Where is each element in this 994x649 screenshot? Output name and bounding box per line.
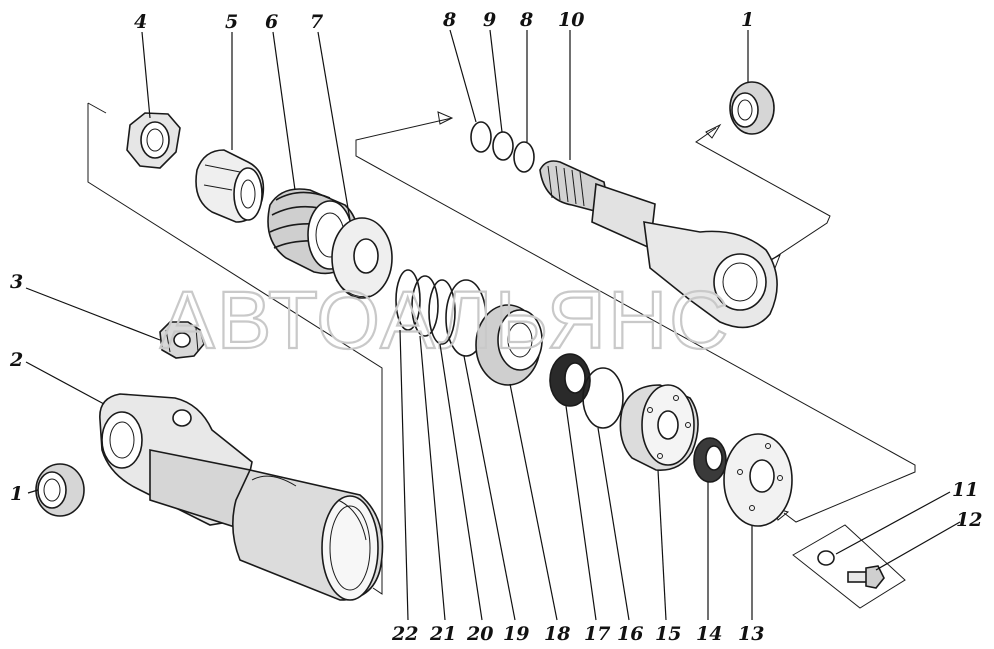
part-4-hex-nut: [126, 112, 181, 169]
part-13-washer-plate: [723, 433, 793, 527]
part-5-bushing: [195, 149, 265, 223]
leader-lines: [25, 29, 961, 621]
part-14-small-seal: [693, 437, 727, 483]
part-16-oring: [582, 367, 624, 429]
callout-4: 4: [134, 11, 147, 33]
callout-10: 10: [558, 9, 584, 31]
callout-1-top: 1: [741, 9, 754, 31]
callout-17: 17: [584, 623, 610, 645]
part-1-right-bushing: [729, 81, 775, 135]
part-20-ring: [428, 279, 456, 345]
callout-20: 20: [466, 623, 493, 645]
callout-21: 21: [429, 623, 456, 645]
callout-2: 2: [9, 349, 23, 371]
part-3-small-nut: [159, 321, 205, 359]
callout-15: 15: [655, 623, 681, 645]
part-18-guide-bushing: [475, 304, 543, 386]
part-21-ring: [411, 275, 439, 337]
watermark-text: АВТОАЛЬЯНС: [160, 275, 730, 366]
part-8-ring-a: [470, 121, 492, 153]
callout-5: 5: [225, 11, 238, 33]
callout-9: 9: [483, 9, 496, 31]
callout-labels: 4 5 6 7 8 9 8 10 1 3 2 1 11 12 22 21 20 …: [9, 9, 982, 645]
callout-18: 18: [544, 623, 570, 645]
callout-11: 11: [952, 479, 978, 501]
part-2-cylinder-body: [99, 393, 384, 601]
callout-14: 14: [696, 623, 722, 645]
part-7-washer: [331, 217, 393, 299]
part-10-piston-rod: [539, 160, 778, 329]
callout-6: 6: [265, 11, 278, 33]
callout-22: 22: [391, 623, 418, 645]
part-8-ring-b: [513, 141, 535, 173]
part-9-ring: [492, 131, 514, 161]
part-17-seal: [549, 353, 591, 407]
callout-8b: 8: [519, 9, 533, 31]
callout-1-left: 1: [10, 483, 23, 505]
callout-3: 3: [10, 271, 23, 293]
part-12-bolt: [847, 565, 885, 589]
callout-16: 16: [617, 623, 643, 645]
callout-13: 13: [738, 623, 764, 645]
callout-12: 12: [956, 509, 982, 531]
assembly-frame-left: [87, 102, 383, 595]
part-11-lock-washer: [817, 550, 835, 566]
callout-8a: 8: [442, 9, 456, 31]
callout-7: 7: [310, 11, 323, 33]
part-15-gland-nut: [619, 384, 699, 471]
part-22-ring: [395, 269, 421, 331]
callout-19: 19: [503, 623, 529, 645]
part-1-left-bushing: [35, 463, 85, 517]
